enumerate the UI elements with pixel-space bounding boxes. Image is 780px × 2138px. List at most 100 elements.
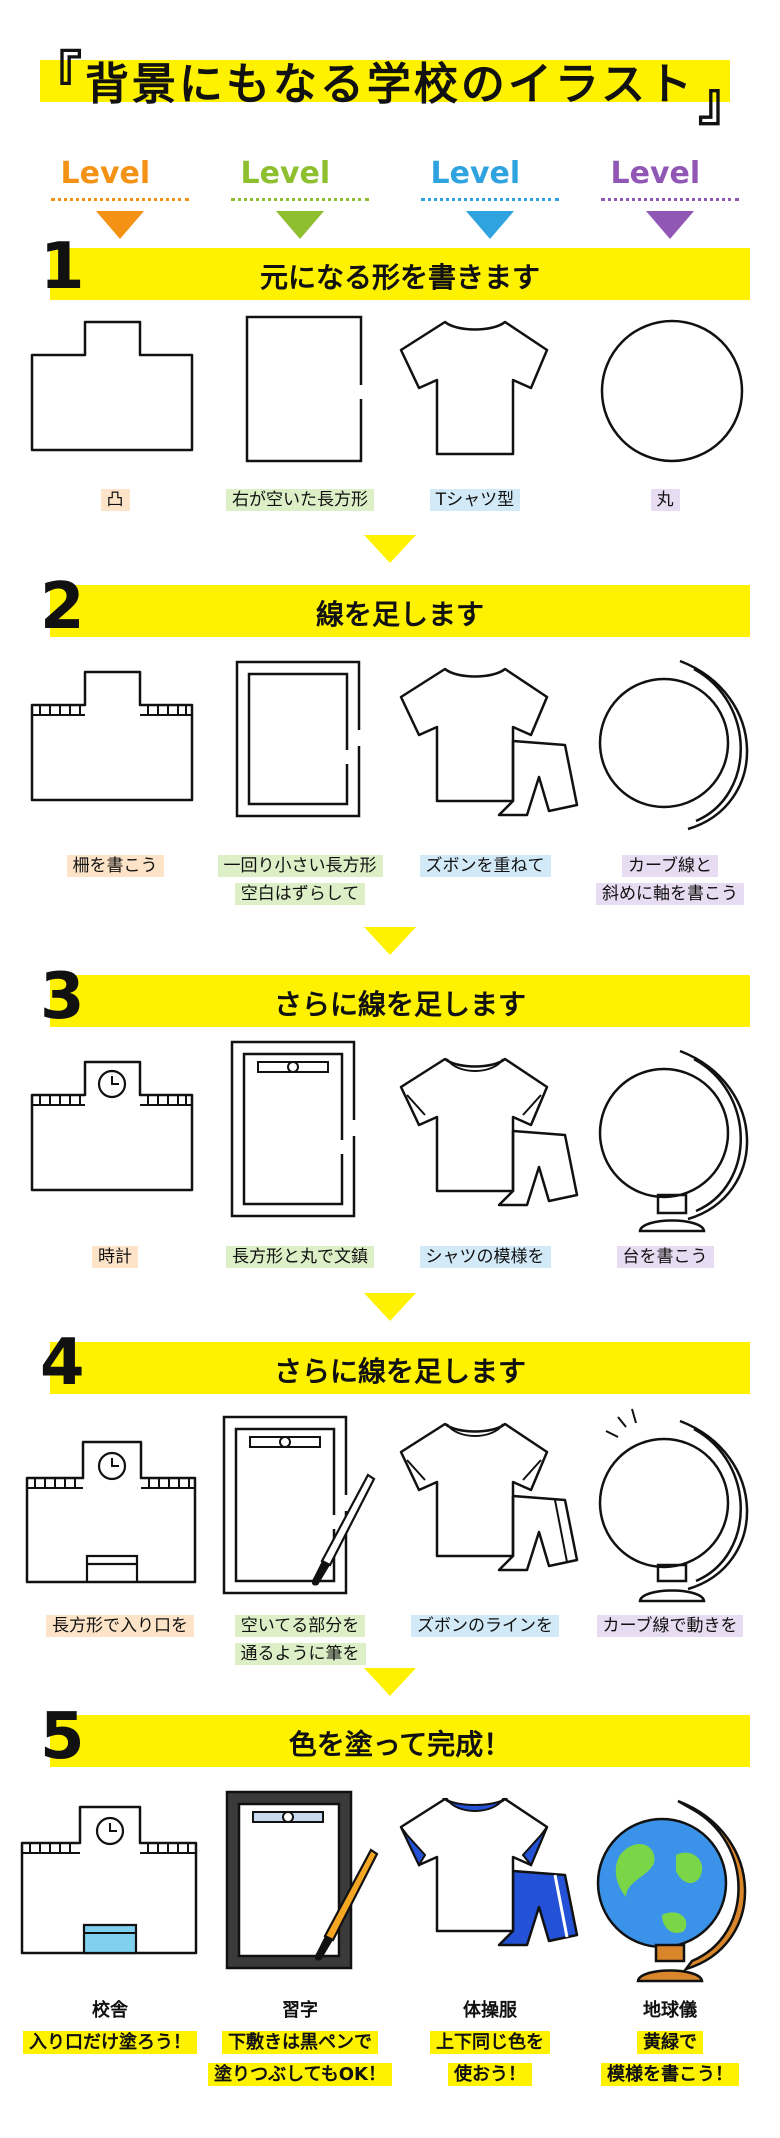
down-arrow [364, 927, 416, 955]
step-band [50, 1715, 750, 1767]
down-arrow [364, 1668, 416, 1696]
level-number: 2 [329, 139, 360, 195]
globe-colored-illustration [596, 1785, 761, 1985]
title-highlight [40, 60, 730, 102]
final-note: 使おう！ [448, 2063, 532, 2086]
caption: 台を書こう [575, 1243, 755, 1271]
caption: 右が空いた長方形 [210, 486, 390, 514]
step-heading: 線を足します [315, 598, 484, 631]
caption-line: 柵を書こう [66, 855, 164, 877]
caption-line: カーブ線で動きを [596, 1615, 744, 1637]
school-clock-illustration [30, 1060, 200, 1200]
school-entrance-illustration [25, 1440, 200, 1590]
school-base-illustration [30, 320, 200, 460]
final-name: 習字 [282, 2000, 318, 2021]
level-word: Level [240, 156, 331, 191]
calligraphy-frame-illustration [235, 660, 365, 820]
caption-line: 凸 [100, 489, 130, 511]
calligraphy-brush-illustration [222, 1415, 382, 1600]
globe-base-illustration [598, 318, 748, 466]
tshirt-base-illustration [395, 318, 555, 458]
final-note: 下敷きは黒ペンで [222, 2031, 378, 2054]
caption-line: 空いてる部分を [234, 1615, 366, 1637]
final-name: 地球儀 [643, 2000, 697, 2021]
globe-stand-illustration [598, 1045, 758, 1235]
globe-axis-illustration [598, 655, 758, 835]
level-arrow [96, 211, 144, 239]
globe-motion-illustration [598, 1405, 763, 1605]
caption-line: 長方形で入り口を [46, 1615, 194, 1637]
title-bracket-close: 』 [697, 73, 750, 133]
caption-line: 一回り小さい長方形 [217, 855, 383, 877]
step-heading: さらに線を足します [273, 988, 526, 1021]
final-name: 校舎 [92, 2000, 128, 2021]
calligraphy-colored-illustration [225, 1790, 385, 1975]
final-caption: 体操服 上下同じ色を 使おう！ [395, 1995, 585, 2091]
caption-line: 斜めに軸を書こう [596, 883, 744, 905]
caption: Tシャツ型 [385, 486, 565, 514]
level-number: 3 [519, 139, 550, 195]
step-number: 2 [40, 570, 85, 644]
level-4: Level4 [595, 139, 745, 239]
caption-line: 空白はずらして [234, 883, 366, 905]
caption: 空いてる部分を通るように筆を [200, 1612, 400, 1668]
calligraphy-paperweight-illustration [230, 1040, 360, 1220]
step-band [50, 975, 750, 1027]
step-band [50, 1342, 750, 1394]
level-word: Level [610, 156, 701, 191]
caption: 丸 [575, 486, 755, 514]
step-heading: 元になる形を書きます [259, 261, 540, 294]
tshirt-colored-illustration [395, 1795, 595, 1960]
caption-line: 時計 [92, 1246, 138, 1268]
title-bracket-open: 『 [30, 47, 83, 107]
final-note: 塗りつぶしてもOK！ [208, 2063, 392, 2086]
step-number: 3 [40, 960, 85, 1034]
step-band [50, 248, 750, 300]
level-number: 4 [699, 139, 730, 195]
step-band [50, 585, 750, 637]
caption: カーブ線と斜めに軸を書こう [570, 852, 770, 908]
level-1: Level1 [45, 139, 195, 239]
level-3: Level3 [415, 139, 565, 239]
final-caption: 地球儀 黄緑で 模様を書こう！ [575, 1995, 765, 2091]
level-number: 1 [149, 139, 180, 195]
caption: 凸 [25, 486, 205, 514]
level-underline [421, 198, 559, 201]
level-arrow [466, 211, 514, 239]
final-note: 黄緑で [637, 2031, 703, 2054]
calligraphy-base-illustration [245, 315, 365, 465]
caption: 一回り小さい長方形空白はずらして [200, 852, 400, 908]
caption: 柵を書こう [25, 852, 205, 880]
tshirt-lines-illustration [395, 1420, 595, 1585]
final-note: 模様を書こう！ [601, 2063, 739, 2086]
final-caption: 校舎 入り口だけ塗ろう！ [15, 1995, 205, 2059]
step-heading: さらに線を足します [273, 1355, 526, 1388]
level-underline [231, 198, 369, 201]
caption-line: カーブ線と [622, 855, 718, 877]
caption: ズボンを重ねて [395, 852, 575, 880]
caption: 長方形で入り口を [20, 1612, 220, 1640]
caption-line: 台を書こう [616, 1246, 714, 1268]
level-word: Level [430, 156, 521, 191]
step-number: 5 [40, 1700, 85, 1774]
caption-line: 丸 [650, 489, 680, 511]
step-heading: 色を塗って完成！ [288, 1728, 512, 1761]
caption-line: ズボンを重ねて [419, 855, 551, 877]
final-name: 体操服 [463, 2000, 517, 2021]
level-underline [51, 198, 189, 201]
caption-line: シャツの模様を [419, 1246, 551, 1268]
caption: カーブ線で動きを [570, 1612, 770, 1640]
caption: シャツの模様を [385, 1243, 585, 1271]
level-word: Level [60, 156, 151, 191]
school-colored-illustration [20, 1805, 200, 1960]
tshirt-pants-illustration [395, 665, 585, 825]
tshirt-pattern-illustration [395, 1055, 585, 1215]
down-arrow [364, 1293, 416, 1321]
caption-line: 長方形と丸で文鎮 [226, 1246, 374, 1268]
step-number: 1 [40, 230, 85, 304]
caption-line: 通るように筆を [234, 1643, 366, 1665]
caption: 時計 [25, 1243, 205, 1271]
final-caption: 習字 下敷きは黒ペンで 塗りつぶしてもOK！ [200, 1995, 400, 2091]
caption-line: 右が空いた長方形 [226, 489, 374, 511]
caption-line: Tシャツ型 [429, 489, 521, 511]
